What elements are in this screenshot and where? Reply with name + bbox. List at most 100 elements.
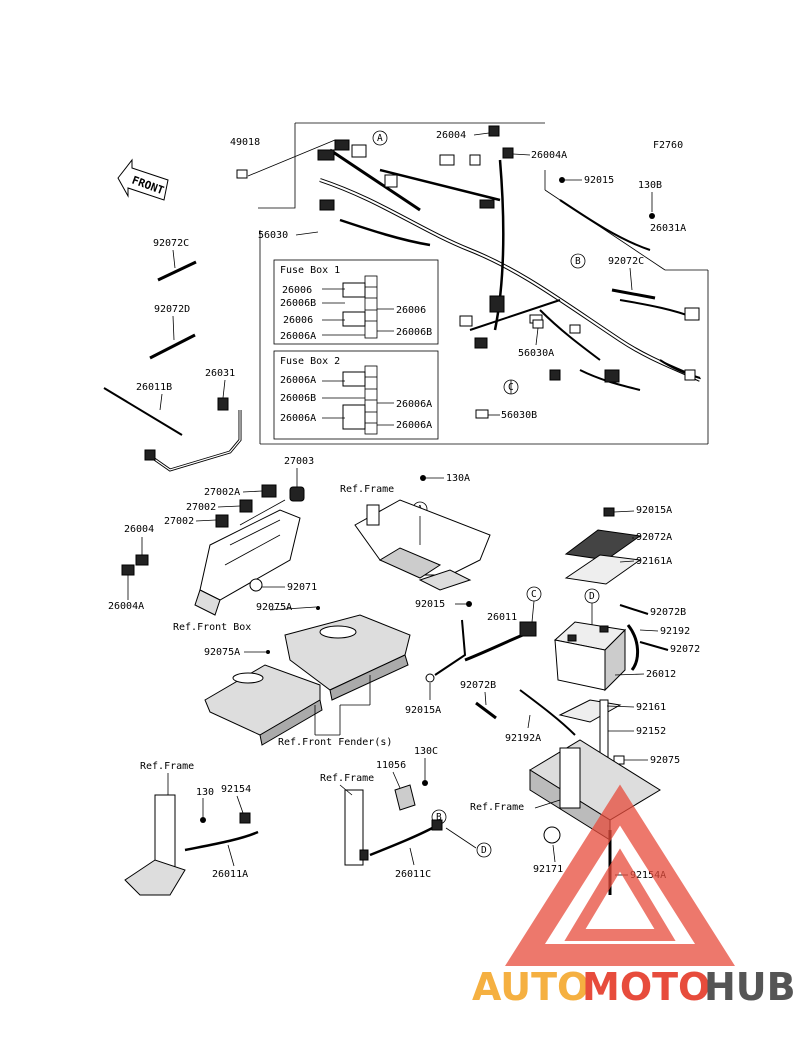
- part-label: 92075A: [204, 647, 240, 658]
- callout-label: D: [589, 591, 595, 602]
- part-label: 92072B: [460, 680, 496, 691]
- watermark-part-3: HUB: [704, 965, 796, 1009]
- callout-b-top: B: [570, 253, 586, 269]
- watermark-logo: [505, 784, 735, 966]
- part-label: 92154A: [630, 870, 666, 881]
- part-26004-shape: [488, 125, 500, 137]
- part-label: 56030B: [501, 410, 537, 421]
- part-label: 26031A: [650, 223, 686, 234]
- cable-tie-shape: [149, 333, 196, 360]
- part-label: 26011A: [212, 869, 248, 880]
- cable-tie-shape: [157, 260, 197, 282]
- ref-label: Ref.Front Box: [173, 622, 251, 633]
- part-label: 130: [196, 787, 214, 798]
- part-label: 92161A: [636, 556, 672, 567]
- frame-section-bottom-middle: [344, 780, 443, 866]
- fuse-label: 26006A: [396, 399, 432, 410]
- fuse-label: 26006A: [280, 413, 316, 424]
- part-label: 92075A: [256, 602, 292, 613]
- ref-label: Ref.Front Fender(s): [278, 737, 392, 748]
- callout-a-top: A: [372, 130, 388, 146]
- part-label: 27002: [164, 516, 194, 527]
- fuse-box-1-title: Fuse Box 1: [280, 265, 340, 276]
- callout-label: D: [481, 845, 487, 856]
- frame-section-top: [354, 499, 491, 591]
- part-label: 11056: [376, 760, 406, 771]
- part-label: 92072C: [153, 238, 189, 249]
- part-label: 92015A: [405, 705, 441, 716]
- part-label: 26011C: [395, 869, 431, 880]
- callout-label: A: [377, 133, 383, 144]
- part-label: 49018: [230, 137, 260, 148]
- part-label: 56030: [258, 230, 288, 241]
- callout-c-mid: C: [526, 586, 542, 602]
- part-label: 26031: [205, 368, 235, 379]
- part-label: 26004A: [108, 601, 144, 612]
- bolt-icon: [559, 177, 565, 183]
- front-fender-parts: [204, 614, 411, 746]
- part-label: 130B: [638, 180, 662, 191]
- cable-26011B: [103, 387, 242, 472]
- part-label: 92154: [221, 784, 251, 795]
- frame-section-bottom-left: [124, 794, 259, 896]
- part-label: 56030A: [518, 348, 554, 359]
- part-label: 27003: [284, 456, 314, 467]
- part-label: 27002: [186, 502, 216, 513]
- part-label: 92015: [415, 599, 445, 610]
- callout-label: C: [531, 589, 537, 600]
- part-label: 26011B: [136, 382, 172, 393]
- part-label: 92075: [650, 755, 680, 766]
- part-label: 92192: [660, 626, 690, 637]
- figure-code: F2760: [653, 140, 683, 151]
- fuse-label: 26006A: [280, 375, 316, 386]
- part-label: 130C: [414, 746, 438, 757]
- watermark-part-1: AUTO: [472, 965, 589, 1009]
- callout-label: B: [436, 812, 442, 823]
- bolt-icon: [649, 213, 655, 219]
- fuse-label: 26006: [396, 305, 426, 316]
- ref-label: Ref.Frame: [470, 802, 524, 813]
- bolt-icon: [266, 650, 270, 654]
- main-harness-group: [258, 122, 709, 445]
- fuse-label: 26006: [282, 285, 312, 296]
- fuse-label: 26006: [283, 315, 313, 326]
- part-label: 130A: [446, 473, 470, 484]
- fuse-label: 26006B: [396, 327, 432, 338]
- part-label: 92171: [533, 864, 563, 875]
- part-label: 92072B: [650, 607, 686, 618]
- cable-tie-shape: [611, 288, 656, 300]
- ref-label: Ref.Frame: [320, 773, 374, 784]
- part-label: 92072A: [636, 532, 672, 543]
- fuse-box-1: Fuse Box 1 26006 26006B 26006 26006A 260…: [273, 259, 439, 345]
- part-49018-shape: [236, 169, 248, 179]
- part-label: 92072C: [608, 256, 644, 267]
- part-label: 92072D: [154, 304, 190, 315]
- callout-d-mid: D: [584, 588, 600, 604]
- callout-d-bottom: D: [476, 842, 492, 858]
- part-label: 26004A: [531, 150, 567, 161]
- part-label: 26011: [487, 612, 517, 623]
- part-label: 26004: [436, 130, 466, 141]
- fuse-label: 26006B: [280, 393, 316, 404]
- part-26004A-shape: [502, 147, 514, 159]
- fuse-box-2-title: Fuse Box 2: [280, 356, 340, 367]
- fuse-box-2: Fuse Box 2 26006A 26006B 26006A 26006A 2…: [273, 350, 439, 440]
- fuse-label: 26006B: [280, 298, 316, 309]
- part-56030B-shape: [475, 409, 489, 419]
- bolt-icon: [420, 475, 426, 481]
- ref-label: Ref.Frame: [140, 761, 194, 772]
- part-56030A-shape: [532, 319, 544, 329]
- part-label: 92161: [636, 702, 666, 713]
- ref-label: Ref.Frame: [340, 484, 394, 495]
- part-label: 26012: [646, 669, 676, 680]
- watermark-text: AUTO MOTO HUB: [472, 965, 796, 1009]
- part-label: 92015: [584, 175, 614, 186]
- part-label: 92015A: [636, 505, 672, 516]
- part-label: 92192A: [505, 733, 541, 744]
- callout-label: B: [575, 256, 581, 267]
- fuse-label: 26006A: [280, 331, 316, 342]
- bolt-icon: [466, 601, 472, 607]
- part-label: 26004: [124, 524, 154, 535]
- part-label: 92072: [670, 644, 700, 655]
